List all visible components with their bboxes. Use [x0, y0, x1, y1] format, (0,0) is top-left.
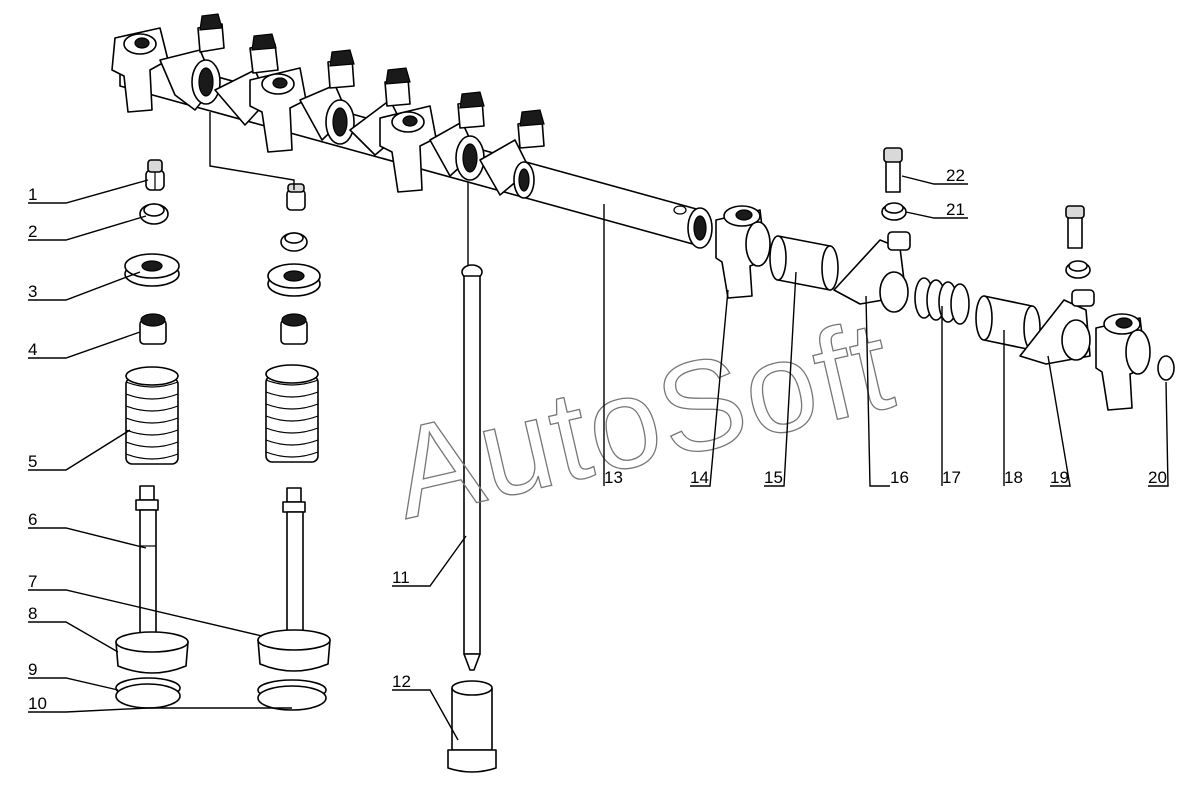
rocker-arm-part: [833, 231, 911, 313]
spring-retainer: [124, 253, 180, 287]
valve-stem-seal: [139, 313, 167, 345]
valve-nut: [280, 232, 308, 252]
rocker-bracket: [111, 27, 169, 113]
end-plug: [1157, 355, 1175, 381]
valve-nut: [139, 203, 169, 225]
callout-12: 12: [392, 672, 411, 691]
rocker-arm: [479, 109, 545, 199]
valve-lock: [145, 159, 165, 191]
rocker-bracket: [249, 67, 307, 153]
valve-assembly-right: [257, 183, 331, 711]
valve-spring: [125, 366, 179, 465]
valve-seat: [115, 631, 189, 674]
callout-9: 9: [28, 660, 37, 679]
rocker-arm: [429, 91, 485, 181]
callout-leaders: [28, 175, 1169, 741]
push-rod: [461, 264, 483, 671]
valve-seat: [257, 629, 331, 672]
callout-13: 13: [604, 468, 623, 487]
valve-spring: [265, 364, 319, 463]
callout-7: 7: [28, 572, 37, 591]
callout-14: 14: [690, 468, 709, 487]
watermark: AutoSoft: [379, 292, 906, 547]
valve-stem-seal: [280, 313, 308, 345]
callout-11: 11: [392, 568, 410, 587]
spring-coil: [914, 277, 970, 325]
callout-21: 21: [946, 200, 965, 219]
callout-1: 1: [28, 185, 37, 204]
callout-2: 2: [28, 222, 37, 241]
lock-nut: [881, 202, 1091, 279]
svg-text:AutoSoft: AutoSoft: [380, 293, 906, 546]
callout-20: 20: [1148, 468, 1167, 487]
spacer-sleeve: [769, 235, 839, 291]
callout-5: 5: [28, 452, 37, 471]
rocker-arm-part-2: [1019, 289, 1095, 365]
valve-assembly-left: [115, 159, 189, 709]
valve-seat-insert: [257, 679, 327, 711]
callout-15: 15: [764, 468, 783, 487]
rocker-bracket: [379, 105, 437, 193]
end-support: [1095, 313, 1151, 411]
adjusting-screw: [883, 147, 1085, 249]
rocker-arm: [299, 49, 355, 145]
rocker-arm: [159, 13, 225, 111]
spring-retainer: [267, 263, 321, 297]
callout-18: 18: [1004, 468, 1023, 487]
callout-labels: 1 2 3 4 5 6 7 8 9 10 11 12 13 14 15 16 1…: [28, 166, 1167, 713]
valve-seat-insert: [115, 677, 181, 709]
callout-4: 4: [28, 340, 37, 359]
callout-6: 6: [28, 510, 37, 529]
valve: [282, 487, 306, 659]
rocker-arm-assembly: [111, 13, 713, 249]
callout-8: 8: [28, 604, 37, 623]
callout-22: 22: [946, 166, 965, 185]
shaft-support: [715, 205, 771, 299]
callout-19: 19: [1050, 468, 1069, 487]
callout-10: 10: [28, 694, 47, 713]
callout-3: 3: [28, 282, 37, 301]
tappet: [447, 680, 497, 773]
callout-16: 16: [890, 468, 909, 487]
callout-17: 17: [942, 468, 961, 487]
valve-lock: [286, 183, 306, 211]
